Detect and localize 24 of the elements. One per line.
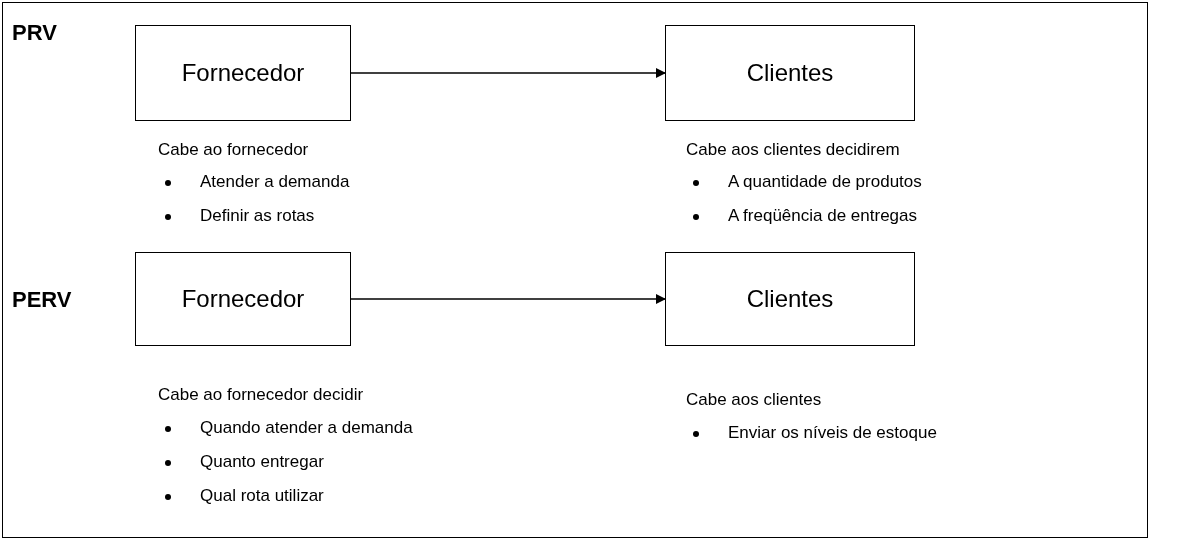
box-label: Clientes	[746, 285, 834, 313]
arrow	[350, 294, 666, 304]
bullet-item: A freqüência de entregas	[728, 206, 918, 226]
row-label: PRV	[12, 20, 57, 46]
bullet-item: Qual rota utilizar	[200, 486, 324, 506]
process-box	[135, 25, 351, 121]
process-box	[665, 252, 915, 346]
box-label: Fornecedor	[181, 285, 305, 313]
row-label: PERV	[12, 287, 72, 313]
box-label: Fornecedor	[181, 59, 305, 87]
bullet-item: A quantidade de produtos	[728, 172, 922, 192]
bullet-item: Enviar os níveis de estoque	[728, 423, 937, 443]
process-box	[135, 252, 351, 346]
bullet-item: Atender a demanda	[200, 172, 350, 192]
bullet-item: Definir as rotas	[200, 206, 315, 226]
note-text: Cabe aos clientes	[686, 390, 822, 410]
process-box	[665, 25, 915, 121]
note-text: Cabe ao fornecedor decidir	[158, 385, 364, 405]
arrow	[350, 68, 666, 78]
bullet-item: Quando atender a demanda	[200, 418, 413, 438]
note-text: Cabe aos clientes decidirem	[686, 140, 900, 160]
box-label: Clientes	[746, 59, 834, 87]
note-text: Cabe ao fornecedor	[158, 140, 309, 160]
bullet-item: Quanto entregar	[200, 452, 324, 472]
